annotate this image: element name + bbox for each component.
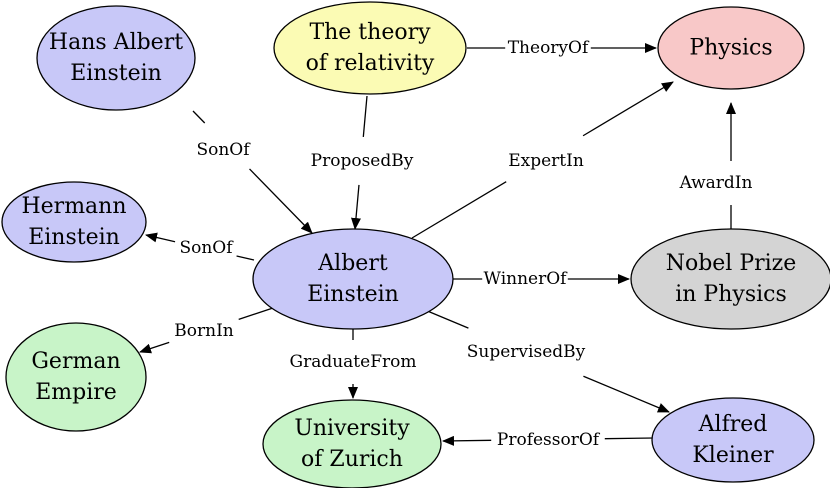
node-ellipse [651,397,815,483]
edge-sonof-albert-hermann: SonOf [145,232,255,261]
edge-label: SonOf [179,238,234,258]
node-label-line: Alfred [698,412,768,437]
edge-label: TheoryOf [508,38,590,58]
edge-arrow [249,168,313,234]
node-label-line: Albert [317,251,388,276]
edge-graduatefrom-albert-zurich: GraduateFrom [290,329,417,399]
node-label-line: University [294,416,410,441]
node-label-line: Hermann [21,194,126,219]
node-nobel: Nobel Prize in Physics [630,228,830,330]
node-label-line: in Physics [675,282,787,307]
edge-line-start [411,181,507,239]
edge-supervisedby-albert-kleiner: SupervisedBy [424,309,670,413]
edge-line-start [192,110,206,124]
node-label-line: The theory [309,20,431,45]
node-physics: Physics [657,6,805,90]
node-label-line: Einstein [307,282,399,307]
edge-line-start [424,309,469,329]
node-ellipse [5,322,147,432]
node-label-line: of Zurich [301,447,403,472]
node-ellipse [252,228,454,330]
node-ellipse [630,228,830,330]
edge-arrow [583,375,670,413]
node-ellipse [1,181,147,263]
node-theory: The theory of relativity [273,1,467,95]
edge-label: WinnerOf [484,269,569,289]
edge-proposedby-theory-albert: ProposedBy [311,95,414,230]
node-zurich: University of Zurich [262,399,442,488]
edge-label: GraduateFrom [290,352,417,372]
node-label-line: of relativity [306,51,435,76]
edge-label: ExpertIn [508,151,584,171]
node-label-line: Einstein [70,61,162,86]
node-label-line: Kleiner [692,443,774,468]
edge-winnerof-albert-nobel: WinnerOf [453,269,630,289]
edge-awardin-nobel-physics: AwardIn [679,102,753,229]
node-label-line: Hans Albert [49,30,183,55]
edge-arrow [582,81,674,137]
edge-line-start [362,95,368,138]
edge-arrow [351,184,361,230]
node-label-line: Physics [689,36,772,61]
edge-bornin-albert-german: BornIn [139,306,277,354]
node-label-line: Nobel Prize [666,251,797,276]
node-ellipse [657,6,805,90]
edge-sonof-hans-albert: SonOf [192,110,313,234]
edge-label: ProfessorOf [497,430,601,450]
edge-arrow [145,232,176,243]
edge-label: SonOf [196,140,251,160]
edge-arrow [442,435,492,446]
node-ellipse [262,399,442,488]
node-label-line: Einstein [28,225,120,250]
node-ellipse [273,1,467,95]
edges-layer: SonOfProposedByTheoryOfExpertInSonOfWinn… [139,38,753,450]
edge-label: AwardIn [679,173,753,193]
edge-line-start [604,437,655,440]
edge-arrow [139,341,170,354]
edge-theoryof-theory-physics: TheoryOf [467,38,657,58]
edge-line-start [236,255,255,261]
node-label-line: German [31,349,120,374]
node-label-line: Empire [35,380,117,405]
edge-expertin-albert-physics: ExpertIn [411,81,674,239]
edge-label: ProposedBy [311,151,414,171]
edge-label: BornIn [174,321,234,341]
node-ellipse [36,5,196,111]
edge-professorof-kleiner-zurich: ProfessorOf [442,430,655,450]
edge-label: SupervisedBy [467,342,586,362]
edge-line-start [238,306,277,320]
